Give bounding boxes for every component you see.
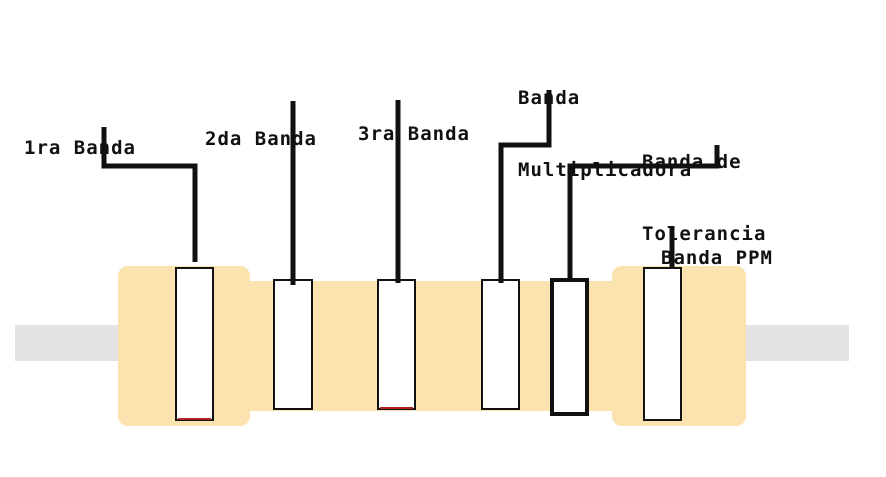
label-tolerance-line-2: Tolerancia: [642, 223, 767, 245]
label-tolerance: Banda de Tolerancia: [642, 102, 766, 294]
leader-line-tolerance: [567, 145, 720, 280]
label-ppm: Banda PPM: [661, 198, 773, 318]
label-band-1: 1ra Banda: [24, 88, 136, 208]
band-tolerance: [550, 278, 589, 416]
label-multiplier: Banda Multiplicadora: [518, 38, 692, 230]
label-tolerance-line-1: Banda de: [642, 151, 742, 173]
label-multiplier-line-1: Banda: [518, 87, 581, 109]
label-band-2-text: 2da Banda: [205, 128, 317, 150]
label-band-3-text: 3ra Banda: [358, 123, 470, 145]
label-ppm-text: Banda PPM: [661, 247, 773, 269]
band-1: [175, 267, 214, 421]
label-multiplier-line-2: Multiplicadora: [518, 159, 693, 181]
label-band-3: 3ra Banda: [358, 74, 470, 194]
band-multiplier: [481, 279, 520, 410]
band-ppm: [643, 267, 682, 421]
band-3: [377, 279, 416, 410]
label-band-1-text: 1ra Banda: [24, 137, 136, 159]
leader-line-band-1: [101, 127, 198, 262]
label-band-2: 2da Banda: [205, 79, 317, 199]
band-2: [273, 279, 313, 410]
leader-line-multiplier: [498, 90, 552, 283]
